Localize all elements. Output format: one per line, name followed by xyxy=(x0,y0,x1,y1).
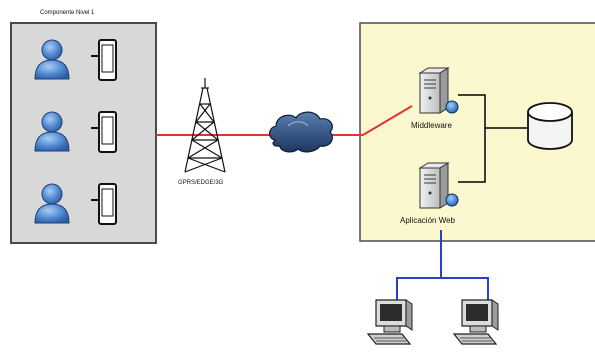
middleware-label: Middleware xyxy=(411,121,452,130)
database-icon xyxy=(527,102,573,150)
smartphone-icon xyxy=(91,39,117,81)
mobile-users-panel xyxy=(10,22,157,244)
wireless-link-to-middleware xyxy=(362,105,413,136)
smartphone-icon xyxy=(91,183,117,225)
webapp-db-link xyxy=(458,128,486,183)
server-icon xyxy=(418,67,450,114)
desktop-computer-icon xyxy=(452,299,499,345)
middleware-db-link xyxy=(458,94,486,128)
user-icon xyxy=(34,39,70,80)
mobile-panel-title: Componente Nivel 1 xyxy=(40,10,95,16)
globe-icon xyxy=(445,100,459,114)
tower-label: GPRS/EDGE/3G xyxy=(178,180,224,186)
user-icon xyxy=(34,111,70,152)
server-icon xyxy=(418,162,450,209)
user-icon xyxy=(34,183,70,224)
cloud-icon xyxy=(269,111,333,153)
smartphone-icon xyxy=(91,111,117,153)
lan-branch xyxy=(396,277,489,300)
desktop-computer-icon xyxy=(366,299,413,345)
cell-tower-icon xyxy=(184,78,226,173)
globe-icon xyxy=(445,193,459,207)
webapp-label: Aplicación Web xyxy=(400,216,455,225)
